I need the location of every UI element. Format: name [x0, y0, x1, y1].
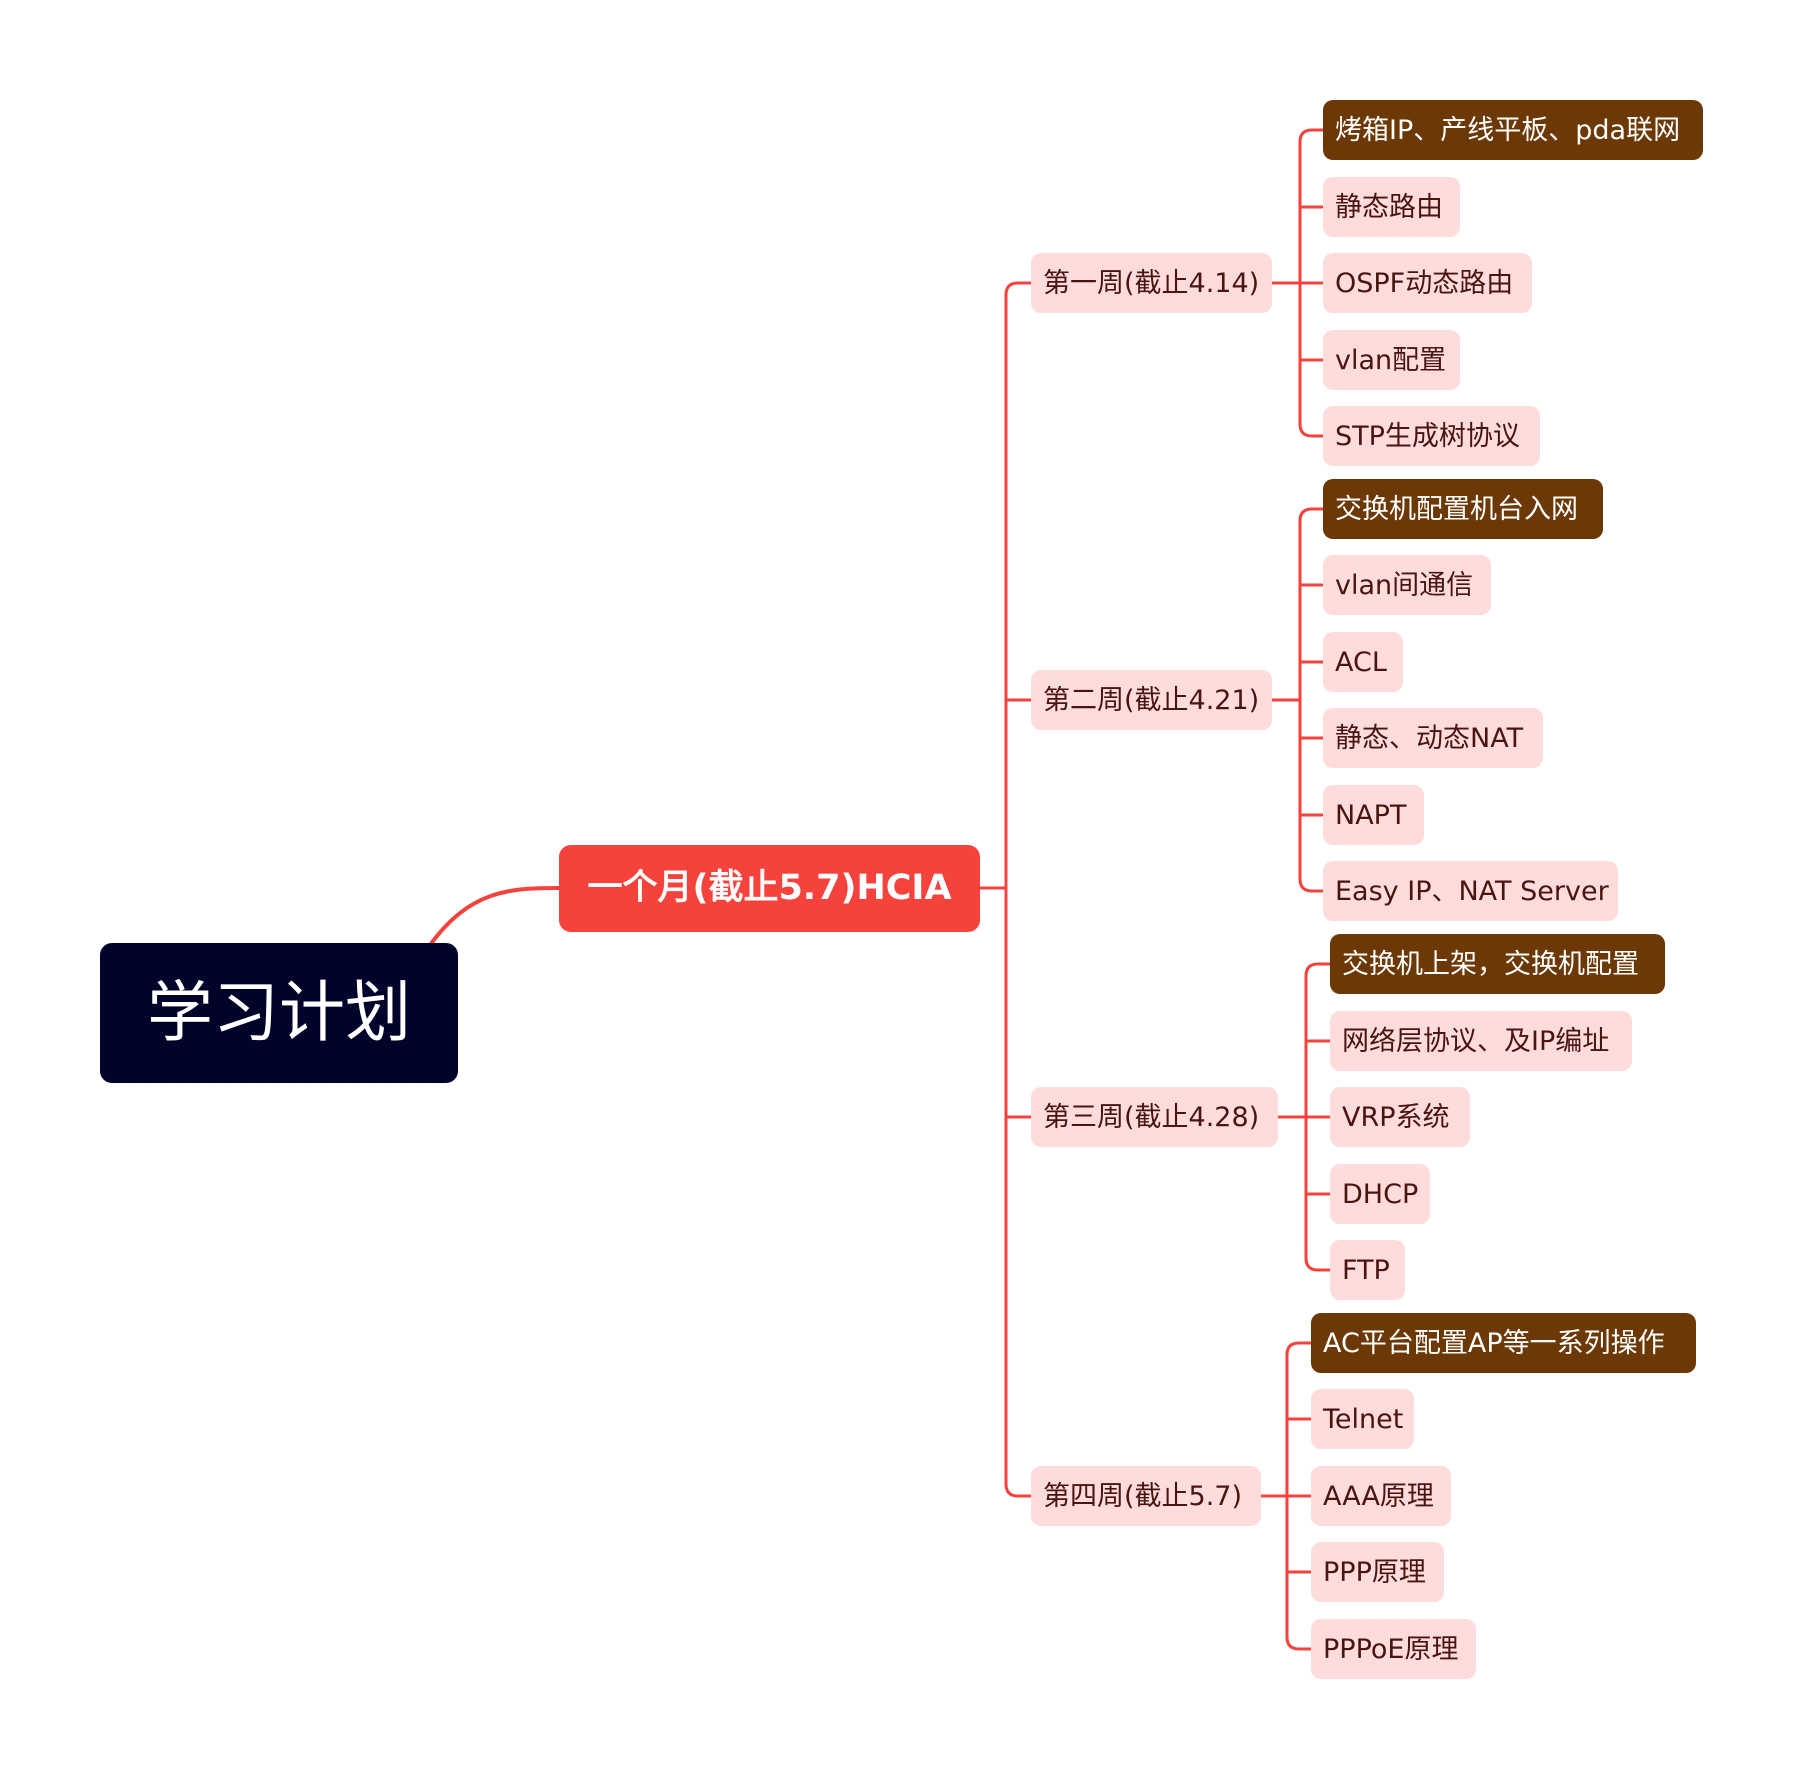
topic-node[interactable]: VRP系统	[1330, 1087, 1470, 1147]
topic-node[interactable]: AAA原理	[1311, 1466, 1451, 1526]
topic-node[interactable]: 静态路由	[1323, 177, 1460, 237]
root-label: 学习计划	[147, 974, 411, 1051]
topic-node[interactable]: OSPF动态路由	[1323, 253, 1532, 313]
topic-node[interactable]: AC平台配置AP等一系列操作	[1311, 1313, 1696, 1373]
topic-node[interactable]: PPPoE原理	[1311, 1619, 1476, 1679]
topic-node[interactable]: NAPT	[1323, 785, 1424, 845]
topic-node[interactable]: FTP	[1330, 1240, 1405, 1300]
topic-node[interactable]: 烤箱IP、产线平板、pda联网	[1323, 100, 1703, 160]
week-node-3[interactable]: 第三周(截止4.28)	[1031, 1087, 1278, 1147]
topic-node[interactable]: 交换机上架，交换机配置	[1330, 934, 1665, 994]
connector-line	[1285, 1341, 1313, 1357]
topic-node[interactable]: PPP原理	[1311, 1542, 1444, 1602]
topic-node[interactable]: 交换机配置机台入网	[1323, 479, 1603, 539]
main-topic-label: 一个月(截止5.7)HCIA	[587, 868, 952, 908]
connector-line	[1004, 1482, 1033, 1498]
topic-node[interactable]: Easy IP、NAT Server	[1323, 861, 1618, 921]
connector-line	[1298, 422, 1325, 438]
connector-line	[1298, 507, 1325, 523]
week-node-4[interactable]: 第四周(截止5.7)	[1031, 1466, 1261, 1526]
connector-line	[1298, 877, 1325, 893]
topic-node[interactable]: ACL	[1323, 632, 1403, 692]
topic-node[interactable]: 静态、动态NAT	[1323, 708, 1543, 768]
topic-node[interactable]: vlan间通信	[1323, 555, 1491, 615]
connector-line	[1304, 962, 1332, 978]
connector-line	[1285, 1635, 1313, 1651]
connector-line	[428, 886, 561, 947]
week-node-1[interactable]: 第一周(截止4.14)	[1031, 253, 1272, 313]
connector-line	[1304, 1256, 1332, 1272]
week-node-2[interactable]: 第二周(截止4.21)	[1031, 670, 1272, 730]
topic-node[interactable]: vlan配置	[1323, 330, 1460, 390]
main-topic-node[interactable]: 一个月(截止5.7)HCIA	[559, 845, 980, 932]
topic-node[interactable]: Telnet	[1311, 1389, 1414, 1449]
connector-line	[1004, 281, 1033, 297]
topic-node[interactable]: STP生成树协议	[1323, 406, 1540, 466]
topic-node[interactable]: DHCP	[1330, 1164, 1430, 1224]
root-node[interactable]: 学习计划	[100, 943, 458, 1083]
connector-line	[1298, 128, 1325, 144]
topic-node[interactable]: 网络层协议、及IP编址	[1330, 1011, 1632, 1071]
